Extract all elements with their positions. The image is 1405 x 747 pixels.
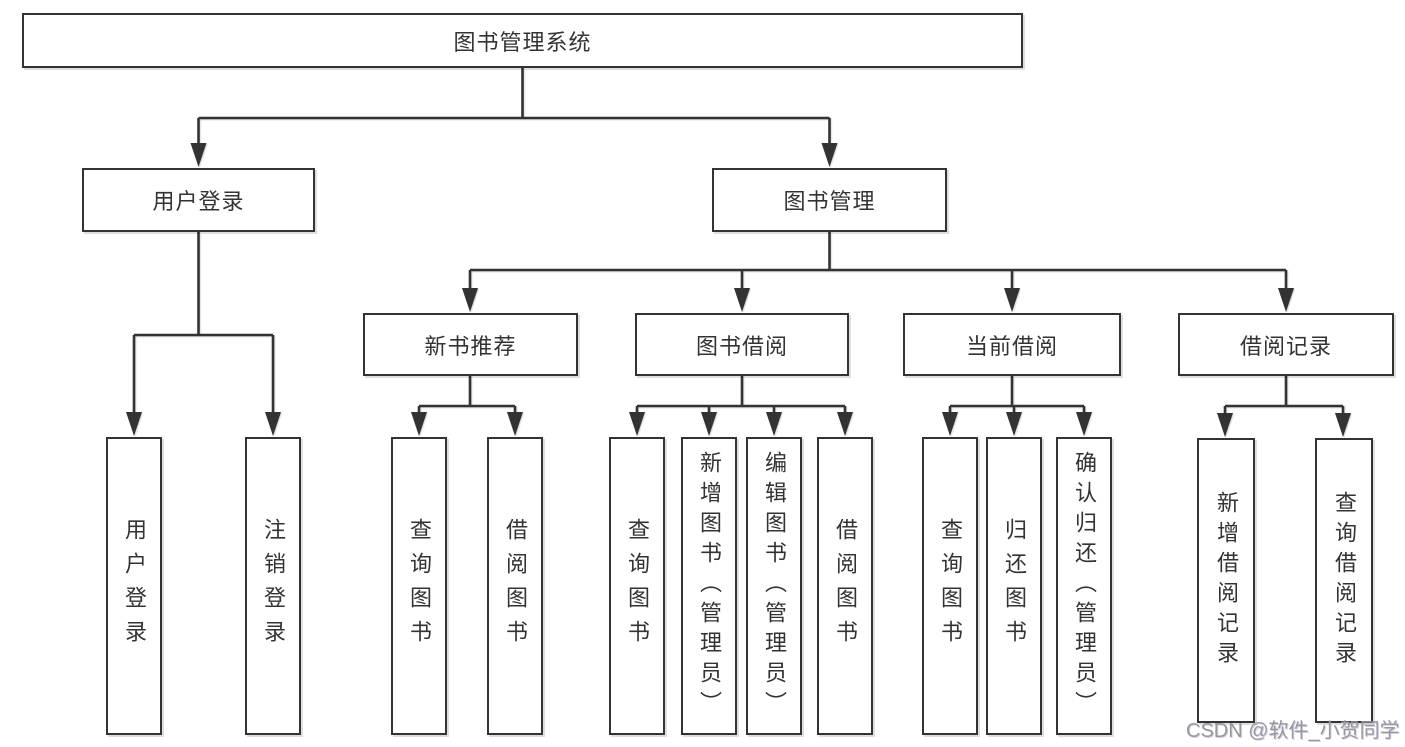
leaf-records-add-record: 新增借阅记录: [1197, 438, 1255, 723]
node-book-borrowing-label: 图书借阅: [695, 333, 788, 359]
leaf-recommend-borrow-books: 借阅图书: [487, 437, 543, 735]
leaf-records-search-record-label: 查询借阅记录: [1332, 490, 1357, 671]
node-book-management-label: 图书管理: [783, 189, 876, 214]
arrowhead-icons: [126, 143, 1351, 437]
leaf-current-return-books: 归还图书: [986, 437, 1042, 735]
node-borrowing-records: 借阅记录: [1178, 313, 1394, 376]
leaf-current-return-books-label: 归还图书: [1002, 518, 1027, 654]
leaf-current-search-books: 查询图书: [922, 437, 978, 735]
node-user-login-label: 用户登录: [152, 189, 245, 214]
leaf-borrowing-edit-books-admin: 编辑图书（管理员）: [746, 437, 802, 735]
node-borrowing-records-label: 借阅记录: [1239, 333, 1332, 359]
node-book-management: 图书管理: [712, 168, 947, 232]
node-user-login: 用户登录: [82, 168, 315, 232]
leaf-current-confirm-return-admin: 确认归还（管理员）: [1056, 437, 1112, 735]
leaf-borrowing-borrow-books-label: 借阅图书: [833, 518, 858, 654]
csdn-watermark: CSDN @软件_小贺同学: [1186, 720, 1400, 742]
leaf-borrowing-add-books-admin-label: 新增图书（管理员）: [697, 451, 722, 721]
leaf-records-add-record-label: 新增借阅记录: [1214, 490, 1239, 671]
node-book-borrowing: 图书借阅: [635, 313, 849, 376]
node-new-book-recommendation: 新书推荐: [363, 313, 578, 376]
node-current-borrowing: 当前借阅: [903, 313, 1121, 376]
leaf-borrowing-search-books-label: 查询图书: [625, 518, 650, 654]
node-current-borrowing-label: 当前借阅: [965, 333, 1058, 359]
leaf-user-login-label: 用户登录: [122, 518, 147, 654]
leaf-borrowing-borrow-books: 借阅图书: [817, 437, 873, 735]
leaf-recommend-search-books: 查询图书: [391, 437, 447, 735]
leaf-user-login: 用户登录: [106, 437, 162, 735]
node-new-book-recommendation-label: 新书推荐: [424, 333, 517, 359]
leaf-logout-login-label: 注销登录: [261, 518, 286, 654]
leaf-recommend-borrow-books-label: 借阅图书: [503, 518, 528, 654]
leaf-borrowing-edit-books-admin-label: 编辑图书（管理员）: [762, 451, 787, 721]
leaf-recommend-search-books-label: 查询图书: [407, 518, 432, 654]
leaf-current-search-books-label: 查询图书: [938, 518, 963, 654]
leaf-logout-login: 注销登录: [245, 437, 301, 735]
leaf-borrowing-search-books: 查询图书: [609, 437, 665, 735]
leaf-current-confirm-return-admin-label: 确认归还（管理员）: [1072, 451, 1097, 721]
leaf-borrowing-add-books-admin: 新增图书（管理员）: [681, 437, 737, 735]
node-root: 图书管理系统: [22, 13, 1023, 68]
leaf-records-search-record: 查询借阅记录: [1315, 438, 1373, 723]
node-root-label: 图书管理系统: [453, 29, 592, 55]
